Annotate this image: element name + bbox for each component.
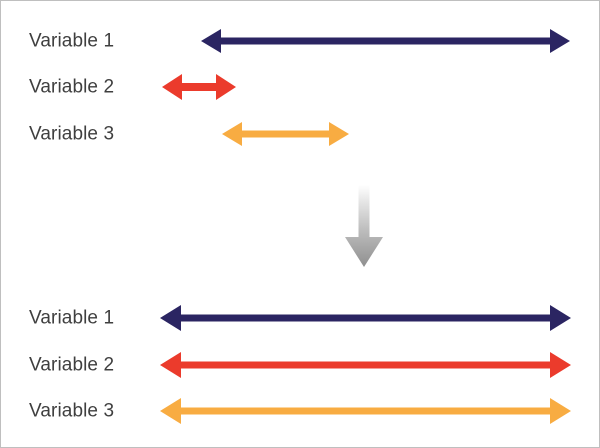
before-label-variable-3: Variable 3 xyxy=(29,123,115,145)
before-arrow-variable-3 xyxy=(222,122,349,146)
after-arrow-variable-2 xyxy=(160,352,571,378)
after-label-variable-3: Variable 3 xyxy=(29,400,115,422)
after-arrow-variable-3 xyxy=(160,398,571,424)
after-label-variable-1: Variable 1 xyxy=(29,307,115,329)
before-arrow-variable-2 xyxy=(162,74,236,100)
downward-transform-arrow xyxy=(345,185,383,267)
after-arrow-variable-1 xyxy=(160,305,571,331)
before-label-variable-2: Variable 2 xyxy=(29,76,115,98)
after-label-variable-2: Variable 2 xyxy=(29,354,115,376)
before-label-variable-1: Variable 1 xyxy=(29,30,115,52)
before-arrow-variable-1 xyxy=(201,29,570,53)
